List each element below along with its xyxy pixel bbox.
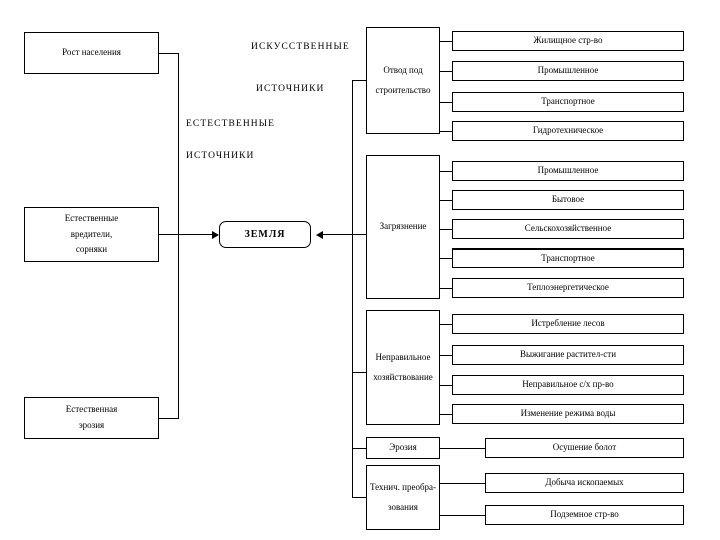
category-box-pollution: Загрязнение — [366, 155, 440, 299]
connector-left-trunk — [178, 53, 179, 419]
connector-trunk-construction-allocation — [352, 80, 366, 81]
leaf-label: Промышленное — [537, 165, 599, 176]
connector-swamp-drainage — [440, 448, 485, 449]
leaf-box-mineral-extraction: Добыча ископаемых — [485, 473, 684, 493]
leaf-box-vegetation-burning: Выжигание растител-сти — [452, 345, 684, 365]
leaf-label: Осушение болот — [552, 442, 617, 453]
source-label: Рост населения — [62, 47, 121, 58]
leaf-label: Выжигание растител-сти — [519, 349, 617, 360]
leaf-box-pollution-transport: Транспортное — [452, 248, 684, 268]
center-node-label: ЗЕМЛЯ — [244, 229, 286, 240]
connector-industrial-construction — [440, 71, 452, 72]
leaf-label: Истребление лесов — [531, 318, 605, 329]
leaf-box-housing-construction: Жилищное стр-во — [452, 31, 684, 51]
connector-pollution-domestic — [440, 200, 452, 201]
source-label-line1: Естественные — [64, 212, 119, 223]
leaf-label: Подземное стр-во — [550, 509, 619, 520]
category-box-construction-allocation: Отвод под строительство — [366, 27, 440, 134]
connector-underground-construction — [440, 515, 485, 516]
leaf-label: Транспортное — [541, 252, 595, 263]
connector-trunk-pollution — [352, 234, 366, 235]
source-label-line2: вредители, — [70, 228, 113, 239]
leaf-box-underground-construction: Подземное стр-во — [485, 505, 684, 525]
source-box-natural-pests: Естественные вредители, сорняки — [24, 207, 159, 262]
leaf-box-pollution-domestic: Бытовое — [452, 190, 684, 210]
source-box-natural-erosion: Естественная эрозия — [24, 397, 159, 439]
leaf-box-transport-construction: Транспортное — [452, 92, 684, 112]
leaf-label: Неправильное с/х пр-во — [522, 379, 614, 390]
category-box-erosion: Эрозия — [366, 437, 440, 459]
leaf-box-pollution-agricultural: Сельскохозяйственное — [452, 219, 684, 239]
connector-vegetation-burning — [440, 355, 452, 356]
category-label-line2: строительство — [375, 84, 431, 95]
category-label: Загрязнение — [379, 221, 427, 232]
connector-left-to-center — [178, 234, 214, 235]
leaf-box-forest-destruction: Истребление лесов — [452, 314, 684, 334]
connector-population-growth — [159, 53, 179, 54]
leaf-label: Гидротехническое — [532, 125, 604, 136]
category-label: Эрозия — [389, 442, 417, 453]
connector-natural-erosion — [159, 418, 179, 419]
heading-artificial-line1: ИСКУССТВЕННЫЕ — [251, 42, 350, 52]
category-box-mismanagement: Неправильное хозяйствование — [366, 310, 440, 425]
source-label-line1: Естественная — [65, 404, 118, 415]
leaf-box-industrial-construction: Промышленное — [452, 61, 684, 81]
category-label-line1: Отвод под — [383, 64, 423, 75]
connector-trunk-mismanagement — [352, 372, 366, 373]
leaf-box-improper-agriculture: Неправильное с/х пр-во — [452, 375, 684, 395]
connector-transport-construction — [440, 102, 452, 103]
connector-right-trunk — [352, 80, 353, 498]
leaf-box-swamp-drainage: Осушение болот — [485, 438, 684, 458]
arrow-left-into-center — [212, 231, 219, 239]
leaf-box-pollution-thermal: Теплоэнергетическое — [452, 278, 684, 298]
leaf-box-pollution-industrial: Промышленное — [452, 161, 684, 181]
connector-water-regime-change — [440, 414, 452, 415]
connector-hydrotechnical-construction — [440, 131, 452, 132]
leaf-label: Жилищное стр-во — [533, 35, 603, 46]
heading-artificial-line2: ИСТОЧНИКИ — [256, 84, 325, 94]
connector-improper-agriculture — [440, 385, 452, 386]
connector-pollution-agricultural — [440, 229, 452, 230]
arrow-right-into-center — [316, 231, 323, 239]
leaf-label: Теплоэнергетическое — [527, 282, 609, 293]
category-label-line1: Неправильное — [375, 351, 431, 362]
leaf-box-water-regime-change: Изменение режима воды — [452, 404, 684, 424]
leaf-label: Добыча ископаемых — [545, 477, 624, 488]
center-node-zemlya: ЗЕМЛЯ — [219, 221, 311, 248]
connector-right-to-center — [322, 234, 352, 235]
leaf-label: Изменение режима воды — [520, 408, 616, 419]
leaf-box-hydrotechnical-construction: Гидротехническое — [452, 121, 684, 141]
connector-pollution-industrial — [440, 171, 452, 172]
category-label-line2: хозяйствование — [373, 371, 433, 382]
heading-natural-line1: ЕСТЕСТВЕННЫЕ — [186, 119, 276, 129]
connector-natural-pests — [159, 234, 179, 235]
category-label-line1: Технич. преобра- — [369, 481, 437, 492]
source-label-line3: сорняки — [75, 244, 108, 255]
connector-pollution-thermal — [440, 288, 452, 289]
leaf-label: Транспортное — [541, 96, 595, 107]
connector-trunk-technical-transformations — [352, 497, 366, 498]
source-label-line2: эрозия — [78, 420, 105, 430]
connector-trunk-erosion — [352, 448, 366, 449]
leaf-label: Сельскохозяйственное — [524, 223, 612, 234]
category-label-line2: зования — [388, 501, 418, 512]
connector-mineral-extraction — [440, 483, 485, 484]
connector-housing-construction — [440, 41, 452, 42]
category-box-technical-transformations: Технич. преобра- зования — [366, 465, 440, 530]
leaf-label: Промышленное — [537, 65, 599, 76]
connector-pollution-transport — [440, 258, 452, 259]
heading-natural-line2: ИСТОЧНИКИ — [186, 151, 255, 161]
connector-forest-destruction — [440, 324, 452, 325]
leaf-label: Бытовое — [551, 194, 585, 205]
source-box-population-growth: Рост населения — [24, 32, 159, 74]
